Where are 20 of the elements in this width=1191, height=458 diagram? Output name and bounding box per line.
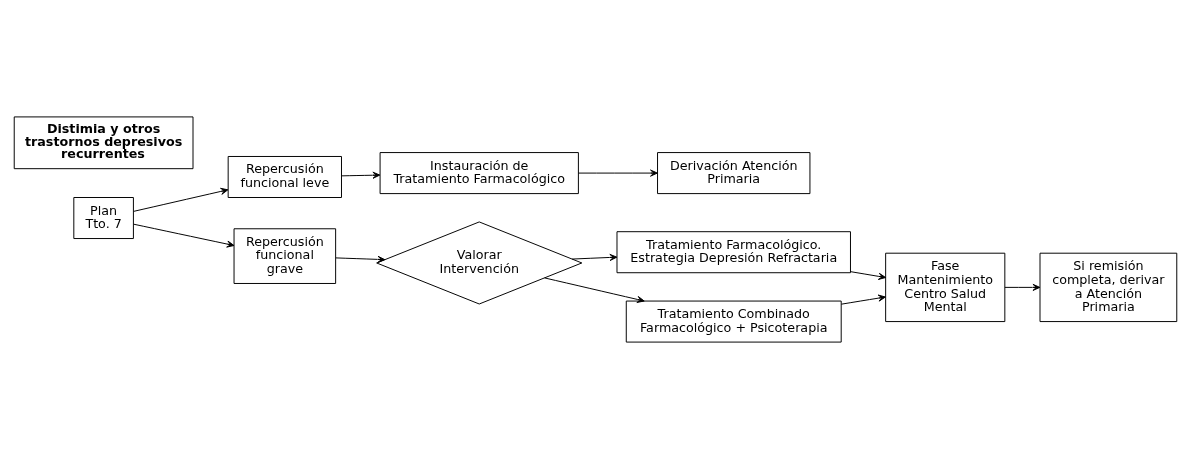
node-box: Tratamiento Farmacológico. Estrategia Depresión Refractaria [616, 230, 851, 273]
arrow [544, 276, 645, 303]
node-box: Repercusión funcional leve [227, 155, 342, 198]
node-box: Derivación Atención Primaria [657, 151, 811, 194]
node-box: Distimia y otros trastornos depresivos recurrentes [13, 115, 194, 169]
node-box: Instauración de Tratamiento Farmacológico [379, 151, 579, 194]
node-box: Tratamiento Combinado Farmacológico + Psicoterapia [625, 300, 842, 343]
arrow [335, 255, 386, 263]
node-box: Si remisión completa, derivar a Atención Primaria [1039, 252, 1178, 322]
arrow [1004, 283, 1041, 291]
arrow [840, 294, 886, 305]
arrow [341, 171, 381, 179]
node-box: Plan Tto. 7 [73, 196, 134, 239]
arrow [850, 270, 887, 280]
arrow [578, 169, 658, 177]
arrow [133, 223, 235, 248]
node-box: Fase Mantenimiento Centro Salud Mental [885, 252, 1006, 322]
arrow [133, 187, 229, 212]
node-box: Repercusión funcional grave [233, 227, 337, 284]
arrow [571, 253, 618, 261]
